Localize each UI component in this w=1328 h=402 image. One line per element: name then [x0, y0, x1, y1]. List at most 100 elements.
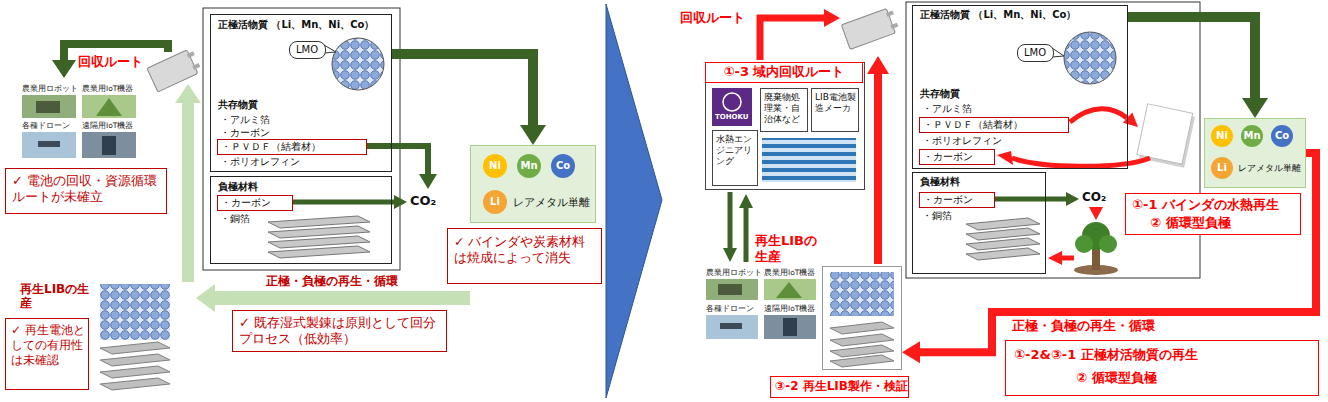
photo-caption: 遠隔用IoT機器 [764, 304, 815, 313]
graphite-layer [830, 355, 894, 367]
box-text: 負極材料 [218, 181, 258, 193]
photo-caption: 各種ドローン [706, 304, 754, 313]
box-text: ② 循環型負極 [1150, 215, 1231, 231]
photo-detail [783, 318, 797, 336]
arrow-head [997, 151, 1013, 165]
task-callout: ③-2 再生LIB製作・検証 [770, 376, 909, 398]
issue-callout: ✓ 電池の回収・資源循環ルートが未確立 [5, 168, 167, 214]
arrow-shaft [874, 73, 882, 264]
arrow-shaft [1070, 109, 1127, 122]
box-text: ✓ 既存湿式製錬は原則として回分プロセス（低効率） [239, 315, 442, 348]
bubble-pointer [1052, 48, 1064, 57]
member-box: 廃棄物処理業・自治体など [760, 88, 808, 132]
issue-callout: ✓ 既存湿式製錬は原則として回分プロセス（低効率） [232, 310, 447, 352]
arrow-head [723, 248, 737, 262]
arrow-head [739, 194, 753, 208]
box-text: 共存物質 [920, 88, 960, 100]
cathode-layer [100, 284, 170, 340]
arrow-head [1089, 207, 1103, 220]
logo-mark [723, 93, 741, 111]
box-text: ・ポリオレフィン [220, 156, 300, 168]
member-box: LIB電池製造メーカ [811, 88, 859, 132]
box-text: Ni [483, 154, 507, 178]
graphite-layer [100, 366, 170, 378]
arrow-head [196, 284, 215, 312]
lmo-particle [324, 38, 384, 90]
box-text: ・銅箔 [220, 213, 250, 225]
box-text: ・ＰＶＤＦ（結着材） [923, 119, 1023, 131]
photo-caption: 農業用ロボット [706, 268, 762, 277]
gas-label: CO₂ [410, 193, 436, 209]
consortium-box: ①-3 域内回収ルート廃棄物処理業・自治体などLIB電池製造メーカ水熱エンジニア… [705, 62, 865, 190]
box-text: ①-1 バインダの水熱再生 [1132, 197, 1279, 213]
flow-label: 正極・負極の再生・循環 [1012, 318, 1155, 334]
element-circle: Ni [483, 154, 507, 178]
arrow-head [394, 195, 407, 209]
box-text: 正極活物質 （Li、Mn、Ni、Co） [920, 9, 1076, 21]
outer-frame [203, 8, 400, 270]
recovery-arrow [760, 9, 840, 60]
box-text: LMO [1018, 47, 1052, 59]
arrow-shaft [392, 54, 533, 126]
box-text: Li [1211, 157, 1233, 179]
route-label: 回収ルート [78, 54, 143, 70]
callout-bubble: LMO [1017, 44, 1054, 62]
highlight-box: ・カーボン [217, 195, 293, 211]
photo-detail [38, 141, 60, 147]
arrow-shaft [744, 207, 749, 262]
battery-body [841, 9, 895, 50]
box-text: Co [1271, 125, 1293, 147]
arrow-head [867, 56, 889, 74]
box-text: 正極活物質 （Li、Mn、Ni、Co） [218, 19, 374, 31]
photo-detail [96, 98, 122, 116]
arrow-head [520, 125, 546, 145]
photo-robot [706, 279, 758, 300]
issue-callout: ✓ 再生電池としての有用性は未確認 [5, 318, 89, 390]
element-circle: Li [1211, 157, 1233, 179]
arrow-shaft [366, 146, 428, 174]
graphite-layer [268, 246, 370, 258]
photo-detail [718, 284, 742, 295]
photo-remote [82, 132, 136, 158]
material-box: 正極活物質 （Li、Mn、Ni、Co）共存物質・アルミ箔・カーボン・ポリオレフィ… [210, 14, 392, 172]
box-text: ③-2 再生LIB製作・検証 [775, 379, 908, 393]
burn-arrow [292, 146, 437, 209]
issue-callout: ✓ バインダや炭素材料は焼成によって消失 [447, 228, 602, 284]
box-text: 負極材料 [920, 176, 960, 188]
element-circle: Co [1271, 125, 1293, 147]
graphite-layer [100, 354, 170, 366]
lmo-particle [1052, 32, 1116, 84]
rare-metal-box: レアメタル単離NiMnCoLi [1204, 118, 1306, 188]
arrow-shaft [182, 102, 194, 282]
graphite-sheets [966, 218, 1040, 260]
photo-robot [22, 95, 76, 118]
gas-label: CO₂ [1082, 190, 1106, 204]
photo-remote [764, 315, 816, 339]
task-callout: ①-1 バインダの水熱再生 ② 循環型負極 [1125, 193, 1301, 235]
box-text: ・ポリオレフィン [922, 135, 1002, 147]
arrow-head [175, 84, 201, 103]
university-logo [712, 88, 752, 126]
box-text: 廃棄物処理業・自治体など [764, 92, 806, 124]
application-photos [22, 95, 136, 158]
graphite-sheets [268, 216, 370, 258]
photo-caption: 遠隔用IoT機器 [82, 121, 133, 130]
arrow-head [52, 60, 76, 78]
graphite-layer [100, 342, 170, 354]
graphite-layer [966, 248, 1040, 260]
photo-detail [776, 282, 802, 298]
graphite-layer [830, 334, 894, 346]
box-text: Ni [1211, 125, 1233, 147]
battery-box: 再生LIBの生産 [822, 266, 902, 370]
arrow-head [1048, 251, 1062, 265]
arrow-shaft [214, 291, 470, 305]
member-box: 水熱エンジニアリング [712, 130, 758, 186]
arrow-head [419, 174, 437, 189]
outer-frame [906, 2, 1200, 278]
arrow-shaft [728, 192, 733, 249]
battery-body [147, 50, 198, 92]
regeneration-arrow [175, 84, 470, 312]
battery-tab [187, 51, 195, 58]
photo-iot [764, 279, 816, 300]
stage-label: 再生LIBの生産 [20, 282, 92, 311]
